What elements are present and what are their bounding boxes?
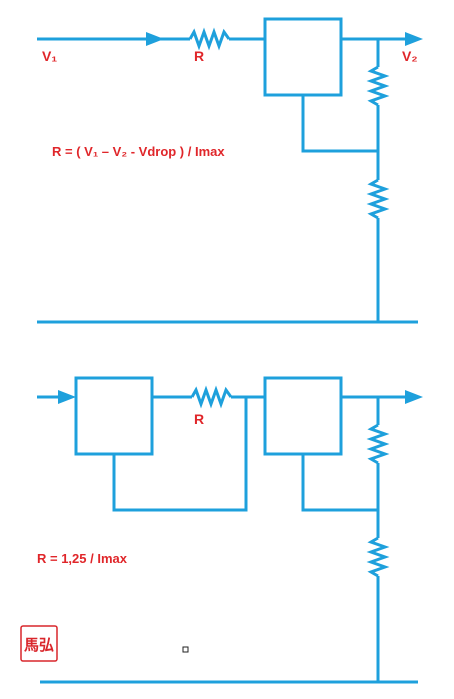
bottom-divider-resistor-2: [366, 536, 390, 578]
top-circuit: [37, 17, 423, 324]
small-square-icon: [182, 646, 189, 653]
bottom-formula: R = 1,25 / Imax: [37, 551, 128, 566]
bottom-current-loop-wire: [112, 397, 248, 512]
top-resistor-label: R: [194, 48, 204, 64]
bottom-regulator-1-box: [74, 376, 154, 456]
top-divider-resistor-2: [366, 178, 390, 220]
seal-stamp-icon: 馬弘: [20, 625, 58, 662]
bottom-circuit: [37, 376, 423, 684]
bottom-adj-wire: [301, 454, 378, 512]
top-formula: R = ( V₁ – V₂ - Vdrop ) / Imax: [52, 144, 225, 159]
bottom-output-arrow-icon: [405, 390, 423, 404]
seal-text: 馬弘: [24, 636, 54, 654]
bottom-series-resistor: [190, 385, 233, 409]
top-input-arrow-icon: [146, 32, 164, 46]
top-series-resistor: [188, 27, 231, 51]
bottom-input-arrow-icon: [58, 390, 76, 404]
bottom-regulator-2-box: [263, 376, 343, 456]
top-output-label: V₂: [402, 48, 418, 64]
top-adj-wire: [301, 95, 378, 153]
bottom-resistor-label: R: [194, 411, 204, 427]
top-regulator-box: [263, 17, 343, 97]
top-input-label: V₁: [42, 48, 57, 64]
bottom-divider-resistor-1: [366, 423, 390, 465]
top-output-arrow-icon: [405, 32, 423, 46]
top-divider-resistor-1: [366, 65, 390, 107]
